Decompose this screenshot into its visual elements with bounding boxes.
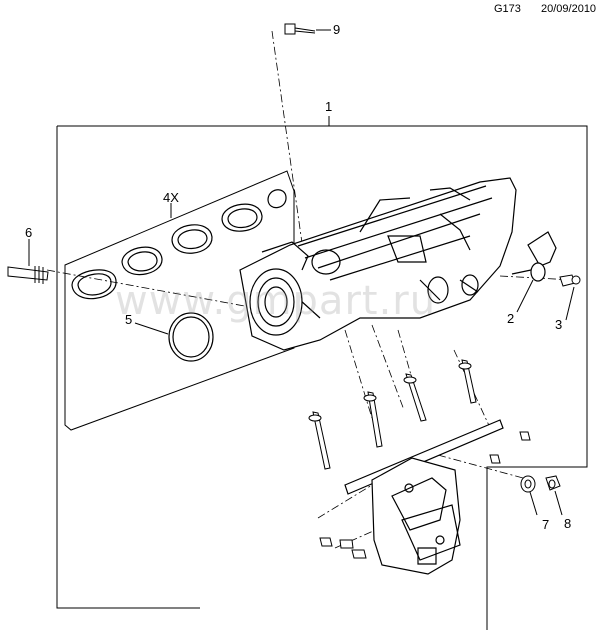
screw-3 — [559, 274, 581, 287]
intake-manifold — [239, 177, 517, 351]
leader-2 — [516, 279, 534, 313]
leader-7-8-dashed — [437, 454, 524, 479]
callout-4x: 4X — [163, 190, 179, 205]
leader-6-dashed — [46, 269, 251, 308]
assembly-frame — [56, 125, 588, 630]
diagram-code: G173 — [494, 3, 521, 15]
bolt-9 — [284, 23, 331, 35]
callout-6: 6 — [25, 225, 33, 240]
leader-5 — [134, 322, 169, 335]
callout-7: 7 — [542, 517, 550, 532]
throttle-body — [371, 457, 461, 575]
long-bolts — [308, 359, 477, 470]
washer-7 — [520, 475, 536, 493]
stud-6 — [7, 239, 49, 284]
leader-7 — [529, 491, 538, 516]
leader-3 — [565, 286, 575, 321]
callout-1: 1 — [325, 99, 333, 114]
leader-9-dashed — [271, 30, 304, 251]
sensor-2 — [511, 231, 557, 282]
diagram-date: 20/09/2010 — [541, 3, 597, 15]
intake-seals — [71, 189, 287, 300]
watermark-text: www.gmpart.ru — [115, 278, 437, 324]
nut-8 — [545, 475, 561, 491]
callout-2: 2 — [507, 311, 515, 326]
throttle-seal-5 — [168, 312, 214, 362]
callout-3: 3 — [555, 317, 563, 332]
callout-9: 9 — [333, 22, 341, 37]
seal-group-box — [64, 170, 295, 431]
leader-8 — [554, 490, 563, 516]
callout-5: 5 — [125, 312, 133, 327]
small-screws — [319, 431, 531, 559]
callout-8: 8 — [564, 516, 572, 531]
